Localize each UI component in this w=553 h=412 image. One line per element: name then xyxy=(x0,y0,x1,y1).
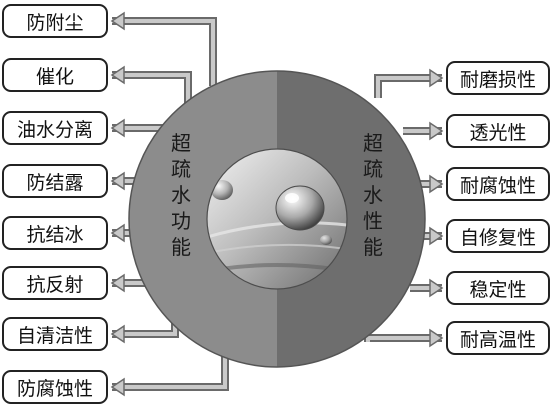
arrow-right-3-head xyxy=(429,174,444,194)
arrow-left-1-shaft xyxy=(112,19,215,86)
left-box-8: 防腐蚀性 xyxy=(2,370,108,404)
arrow-right-2 xyxy=(403,121,444,141)
left-box-7: 自清洁性 xyxy=(2,317,108,351)
droplet-highlight xyxy=(285,193,299,203)
right-box-3-label: 耐腐蚀性 xyxy=(459,174,536,197)
arrow-right-6 xyxy=(364,328,444,348)
left-box-4: 防结露 xyxy=(2,164,108,198)
arrow-right-2-head xyxy=(429,121,444,141)
right-box-5: 稳定性 xyxy=(446,271,550,305)
arrow-right-4 xyxy=(422,226,444,246)
arrow-left-8 xyxy=(110,355,229,397)
arrow-left-8-shaft xyxy=(112,355,227,389)
arrow-left-8-head xyxy=(110,377,125,397)
right-box-1: 耐磨损性 xyxy=(446,61,550,95)
arrow-right-5-head xyxy=(429,278,444,298)
arrow-left-6-head xyxy=(110,273,125,293)
right-box-2-label: 透光性 xyxy=(469,121,527,144)
arrow-right-1-shaft xyxy=(376,76,442,98)
center-left-label: 超疏水功能 xyxy=(171,131,191,259)
arrow-left-1 xyxy=(110,11,217,86)
left-box-2: 催化 xyxy=(2,58,108,92)
arrow-right-6-shaft xyxy=(366,336,442,342)
left-box-7-label: 自清洁性 xyxy=(16,324,93,347)
droplet-photo xyxy=(207,149,347,289)
right-box-2: 透光性 xyxy=(446,114,550,148)
circle-left-half xyxy=(129,71,277,367)
right-box-1-label: 耐磨损性 xyxy=(459,68,536,91)
left-box-4-label: 防结露 xyxy=(26,171,84,194)
arrow-left-3-head xyxy=(110,118,125,138)
right-box-3: 耐腐蚀性 xyxy=(446,167,550,201)
right-box-5-label: 稳定性 xyxy=(469,278,527,301)
arrow-left-4-head xyxy=(110,171,125,191)
center-right-label: 超疏水性能 xyxy=(363,131,383,259)
right-box-6: 耐高温性 xyxy=(446,321,550,355)
left-box-5-label: 抗结冰 xyxy=(26,223,84,246)
water-droplet-large xyxy=(275,185,325,231)
left-box-3: 油水分离 xyxy=(2,111,108,145)
arrow-left-1-head xyxy=(110,11,125,31)
photo-outline xyxy=(206,148,348,290)
arrow-right-4-head xyxy=(429,226,444,246)
left-box-3-label: 油水分离 xyxy=(16,118,93,141)
left-box-1-label: 防附尘 xyxy=(26,11,84,34)
arrow-left-8-outline xyxy=(112,355,229,391)
arrow-right-6-head xyxy=(429,328,444,348)
left-box-6-label: 抗反射 xyxy=(26,273,84,296)
circle-right-half xyxy=(277,71,425,367)
arrow-left-5-head xyxy=(110,223,125,243)
left-box-1: 防附尘 xyxy=(2,4,108,38)
arrow-right-3 xyxy=(420,174,444,194)
arrow-right-1-head xyxy=(429,68,444,88)
left-box-2-label: 催化 xyxy=(35,65,74,88)
photo-streak xyxy=(207,243,347,254)
photo-streak xyxy=(207,221,347,239)
circle-outline xyxy=(128,70,426,368)
arrow-left-7-head xyxy=(110,324,125,344)
left-box-5: 抗结冰 xyxy=(2,216,108,250)
right-box-6-label: 耐高温性 xyxy=(459,328,536,351)
left-box-8-label: 防腐蚀性 xyxy=(16,377,93,400)
water-droplet-small xyxy=(211,180,233,200)
arrow-right-1 xyxy=(374,68,444,98)
right-box-4-label: 自修复性 xyxy=(459,226,536,249)
water-droplet-tiny xyxy=(320,235,332,245)
arrow-left-2 xyxy=(110,65,192,113)
left-box-6: 抗反射 xyxy=(2,266,108,300)
arrow-right-5 xyxy=(410,278,444,298)
arrow-left-3 xyxy=(110,118,165,138)
arrow-left-2-head xyxy=(110,65,125,85)
right-box-4: 自修复性 xyxy=(446,219,550,253)
